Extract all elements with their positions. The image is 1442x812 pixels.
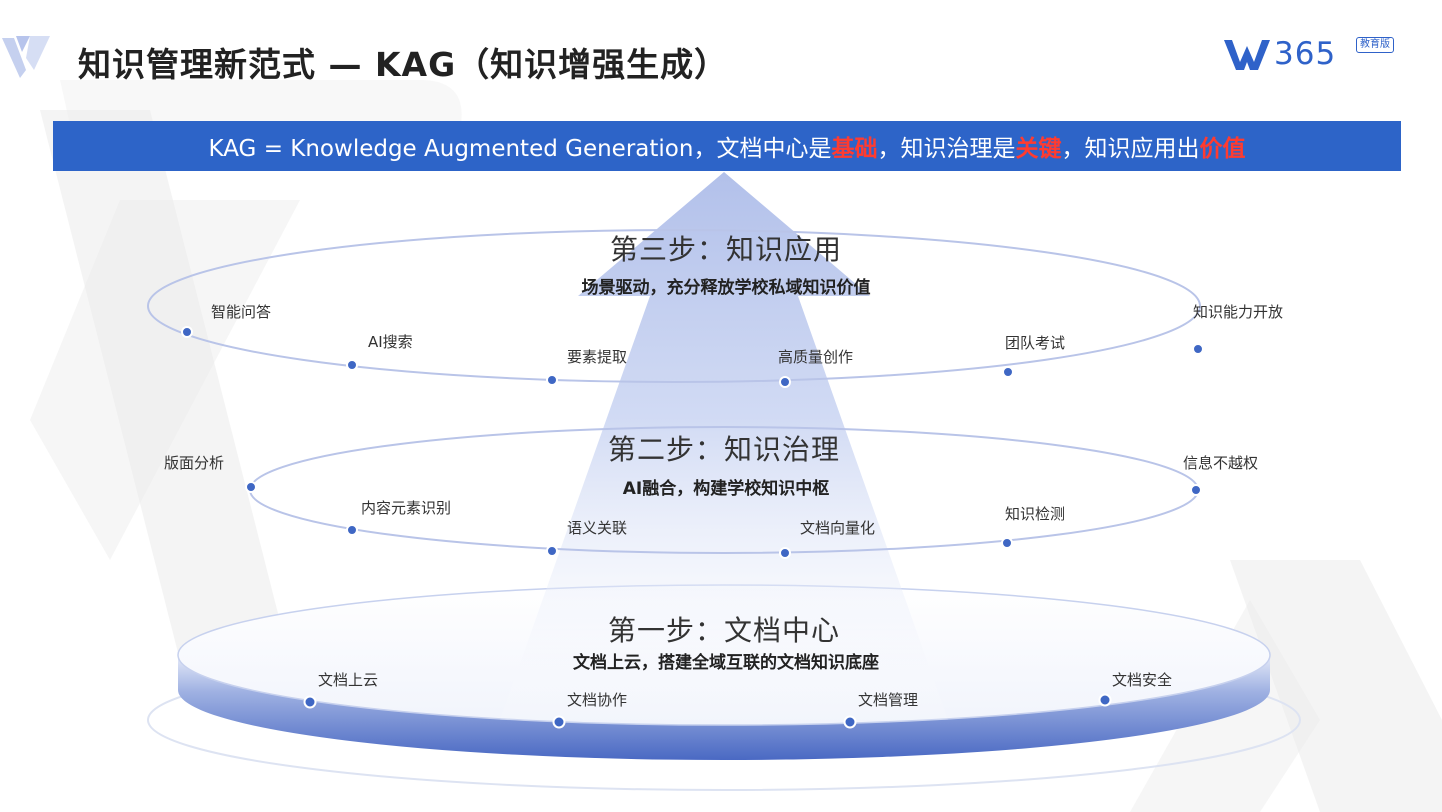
node-label: 文档上云 [318, 671, 379, 689]
node-dot [1192, 343, 1204, 355]
step2-subtitle: AI融合，构建学校知识中枢 [622, 479, 830, 499]
brand-edition-badge: 教育版 [1356, 37, 1394, 53]
node-label: 要素提取 [567, 348, 628, 366]
banner-highlight: 价值 [1199, 136, 1246, 162]
node-dot [303, 695, 317, 709]
node-dot [346, 524, 358, 536]
node-label: 文档管理 [858, 691, 919, 709]
banner-text: ，知识治理是 [877, 136, 1016, 162]
step3-title: 第三步：知识应用 [609, 233, 843, 266]
node-dot [552, 715, 566, 729]
page-title: 知识管理新范式 — KAG（知识增强生成） [78, 45, 729, 84]
node-dot [779, 547, 791, 559]
node-label: 团队考试 [1005, 334, 1066, 352]
node-label: 语义关联 [567, 519, 628, 537]
step1-subtitle: 文档上云，搭建全域互联的文档知识底座 [573, 653, 879, 673]
node-label: 内容元素识别 [361, 499, 452, 517]
node-dot [843, 715, 857, 729]
banner-highlight: 基础 [831, 136, 878, 162]
step3-subtitle: 场景驱动，充分释放学校私域知识价值 [581, 278, 871, 298]
node-label: 信息不越权 [1183, 454, 1259, 472]
node-label: 文档向量化 [800, 519, 876, 537]
node-dot [346, 359, 358, 371]
corner-logo-icon [2, 36, 50, 78]
node-label: 文档协作 [567, 691, 628, 709]
node-dot [546, 545, 558, 557]
node-dot [1002, 366, 1014, 378]
wps-w-icon [1224, 40, 1270, 70]
node-dot [1001, 537, 1013, 549]
step1-title: 第一步：文档中心 [607, 614, 841, 647]
node-label: 高质量创作 [778, 348, 854, 366]
node-dot [245, 481, 257, 493]
step3-ring [147, 229, 1201, 383]
node-dot [779, 376, 791, 388]
node-label: AI搜索 [368, 333, 413, 351]
node-label: 知识检测 [1005, 505, 1066, 523]
banner-text: ，知识应用出 [1061, 136, 1200, 162]
node-dot [1098, 693, 1112, 707]
kag-banner: KAG = Knowledge Augmented Generation，文档中… [53, 121, 1401, 171]
node-label: 知识能力开放 [1193, 303, 1284, 321]
banner-highlight: 关键 [1015, 136, 1062, 162]
node-dot [181, 326, 193, 338]
step2-title: 第二步：知识治理 [607, 433, 841, 466]
node-label: 文档安全 [1112, 671, 1173, 689]
node-dot [1190, 484, 1202, 496]
brand-logo: 365 [1222, 34, 1336, 74]
banner-text: KAG = Knowledge Augmented Generation，文档中… [208, 136, 832, 162]
node-label: 智能问答 [211, 303, 272, 321]
brand-number: 365 [1274, 36, 1337, 72]
node-dot [546, 374, 558, 386]
node-label: 版面分析 [164, 454, 225, 472]
growth-arrow [500, 172, 948, 720]
